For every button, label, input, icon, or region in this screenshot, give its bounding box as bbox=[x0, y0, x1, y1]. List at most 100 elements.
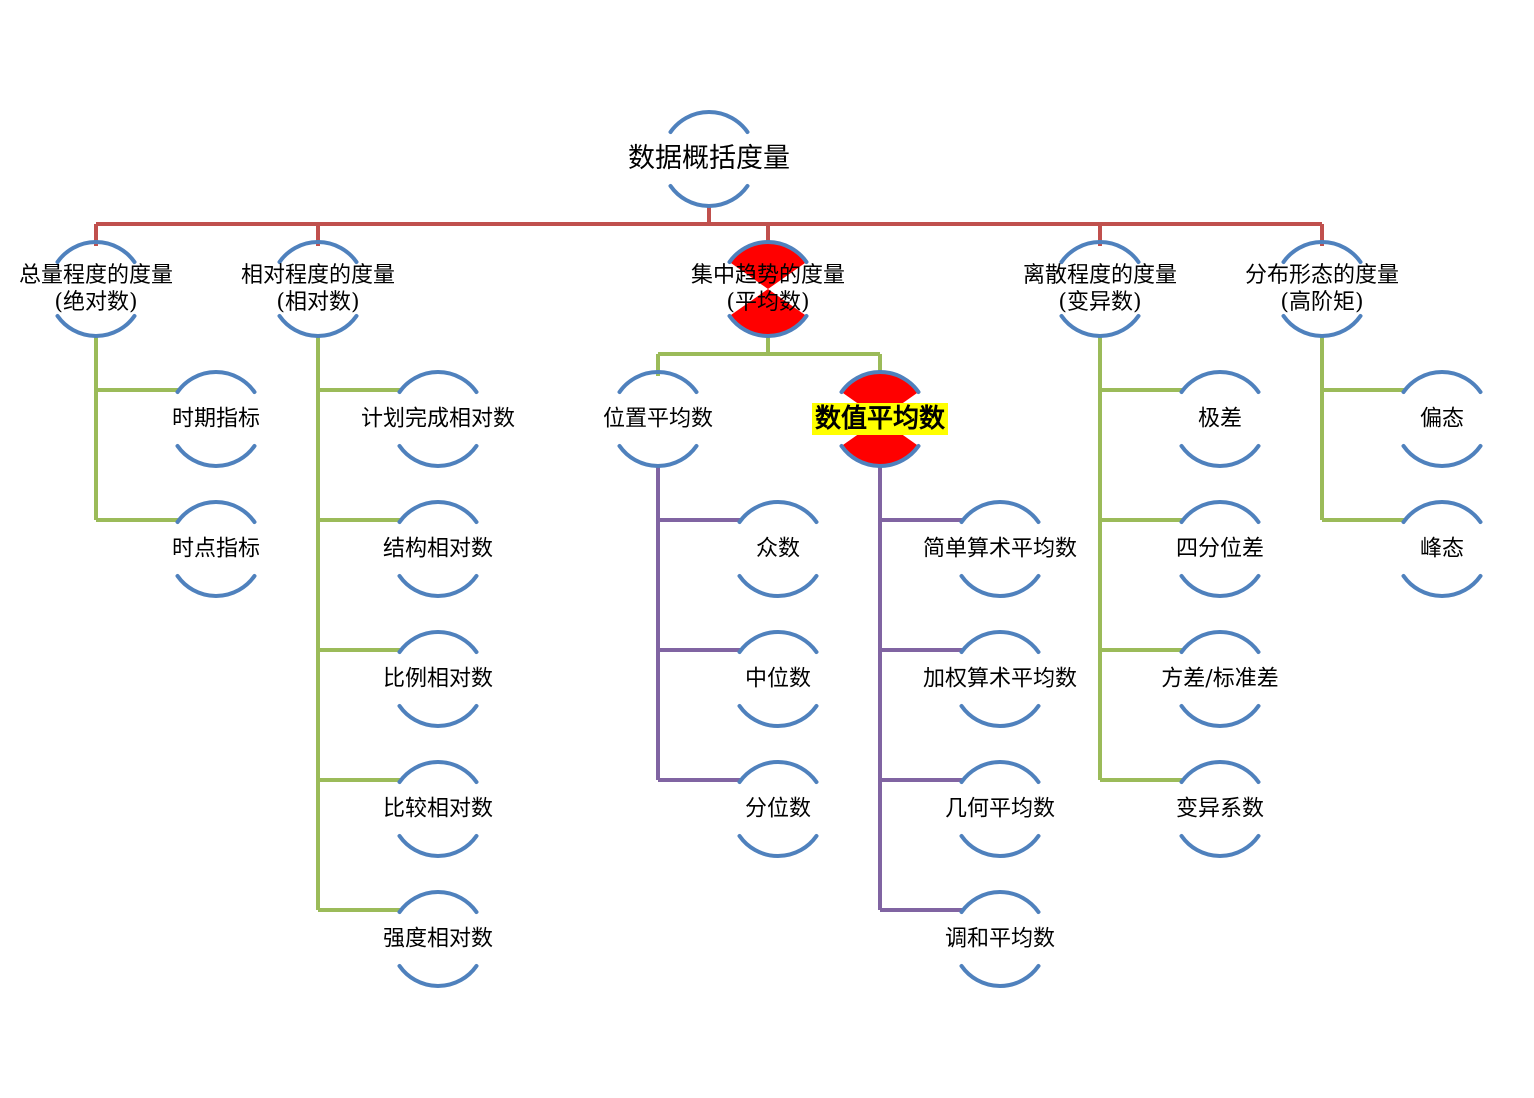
node-arc-bottom bbox=[959, 963, 1041, 988]
category-central-label: 集中趋势的度量 (平均数) bbox=[691, 262, 845, 316]
node-arc-top bbox=[1179, 760, 1261, 785]
root-node-shape bbox=[668, 110, 750, 208]
node-arc-bottom bbox=[1179, 703, 1261, 728]
leaf-node-shape bbox=[959, 630, 1041, 728]
marked-wedge bbox=[841, 372, 919, 419]
category-dispersion-label: 离散程度的度量 (变异数) bbox=[1023, 262, 1177, 316]
node-arc-bottom bbox=[1059, 313, 1141, 338]
leaf-node-label: 众数 bbox=[755, 536, 801, 562]
node-arc-top bbox=[959, 760, 1041, 785]
node-arc-bottom bbox=[277, 313, 359, 338]
category-subtitle: (平均数) bbox=[726, 290, 810, 315]
node-arc-bottom bbox=[839, 443, 921, 468]
node-arc-bottom bbox=[1401, 573, 1483, 598]
leaf-node-label: 时期指标 bbox=[171, 406, 261, 432]
node-arc-bottom bbox=[959, 573, 1041, 598]
category-shape-label: 分布形态的度量 (高阶矩) bbox=[1245, 262, 1399, 316]
node-arc-top bbox=[397, 630, 479, 655]
leaf-node-label: 计划完成相对数 bbox=[360, 406, 516, 432]
leaf-node-shape bbox=[397, 760, 479, 858]
leaf-node-label: 加权算术平均数 bbox=[922, 666, 1078, 692]
node-arc-top bbox=[397, 370, 479, 395]
group-position-average-label: 位置平均数 bbox=[602, 406, 714, 432]
leaf-node-label: 四分位差 bbox=[1175, 536, 1265, 562]
node-arc-bottom bbox=[737, 573, 819, 598]
category-title: 相对程度的度量 bbox=[240, 263, 396, 288]
leaf-node-shape bbox=[737, 500, 819, 598]
node-arc-bottom bbox=[1179, 573, 1261, 598]
leaf-node-shape bbox=[1401, 370, 1483, 468]
node-arc-bottom bbox=[397, 703, 479, 728]
leaf-node-label: 比例相对数 bbox=[382, 666, 494, 692]
leaf-node-label: 中位数 bbox=[744, 666, 812, 692]
node-arc-bottom bbox=[397, 963, 479, 988]
leaf-node-shape bbox=[1401, 500, 1483, 598]
category-total-label: 总量程度的度量 (绝对数) bbox=[19, 262, 173, 316]
leaf-node-shape bbox=[959, 500, 1041, 598]
leaf-node-shape bbox=[397, 370, 479, 468]
category-title: 总量程度的度量 bbox=[18, 263, 174, 288]
leaf-node-label: 峰态 bbox=[1419, 536, 1465, 562]
group-numeric-average-label: 数值平均数 bbox=[811, 403, 949, 435]
leaf-node-shape bbox=[397, 500, 479, 598]
node-arc-top bbox=[277, 240, 359, 265]
node-arc-top bbox=[175, 370, 257, 395]
leaf-node-label: 简单算术平均数 bbox=[922, 536, 1078, 562]
leaf-node-shape bbox=[959, 760, 1041, 858]
category-node-shape bbox=[1059, 240, 1141, 338]
node-arc-top bbox=[1281, 240, 1363, 265]
node-arc-top bbox=[1179, 500, 1261, 525]
node-arc-bottom bbox=[1401, 443, 1483, 468]
category-subtitle: (变异数) bbox=[1058, 290, 1142, 315]
node-arc-bottom bbox=[1281, 313, 1363, 338]
node-arc-top bbox=[959, 630, 1041, 655]
node-arc-bottom bbox=[617, 443, 699, 468]
node-arc-bottom bbox=[1179, 833, 1261, 858]
category-node-shape bbox=[1281, 240, 1363, 338]
leaf-node-label: 方差/标准差 bbox=[1161, 666, 1279, 692]
category-node-shape bbox=[277, 240, 359, 338]
category-title: 离散程度的度量 bbox=[1022, 263, 1178, 288]
marked-wedge bbox=[841, 419, 919, 466]
node-arc-top bbox=[397, 760, 479, 785]
node-arc-top bbox=[1059, 240, 1141, 265]
marked-wedge bbox=[729, 289, 807, 336]
leaf-node-label: 变异系数 bbox=[1175, 796, 1265, 822]
node-arc-top bbox=[1179, 630, 1261, 655]
node-arc-top bbox=[839, 370, 921, 395]
node-arc-top bbox=[737, 760, 819, 785]
leaf-node-shape bbox=[397, 630, 479, 728]
category-node-shape bbox=[727, 240, 809, 338]
node-arc-top bbox=[55, 240, 137, 265]
leaf-node-shape bbox=[175, 500, 257, 598]
node-arc-top bbox=[1401, 500, 1483, 525]
category-subtitle: (相对数) bbox=[276, 290, 360, 315]
leaf-node-label: 偏态 bbox=[1419, 406, 1465, 432]
leaf-node-shape bbox=[175, 370, 257, 468]
node-arc-top bbox=[727, 240, 809, 265]
leaf-node-label: 调和平均数 bbox=[944, 926, 1056, 952]
leaf-node-label: 时点指标 bbox=[171, 536, 261, 562]
node-arc-top bbox=[1401, 370, 1483, 395]
root-title: 数据概括度量 bbox=[628, 143, 790, 174]
node-arc-bottom bbox=[397, 443, 479, 468]
node-arc-top bbox=[737, 630, 819, 655]
node-arc-bottom bbox=[175, 443, 257, 468]
leaf-node-shape bbox=[1179, 370, 1261, 468]
leaf-node-label: 极差 bbox=[1197, 406, 1243, 432]
leaf-node-label: 比较相对数 bbox=[382, 796, 494, 822]
node-arc-top bbox=[397, 890, 479, 915]
leaf-node-label: 强度相对数 bbox=[382, 926, 494, 952]
node-arc-top bbox=[737, 500, 819, 525]
node-arc-top bbox=[959, 890, 1041, 915]
category-subtitle: (绝对数) bbox=[54, 290, 138, 315]
group-node-shape bbox=[839, 370, 921, 468]
node-arc-bottom bbox=[175, 573, 257, 598]
node-arc-top bbox=[959, 500, 1041, 525]
category-subtitle: (高阶矩) bbox=[1280, 290, 1364, 315]
leaf-node-shape bbox=[397, 890, 479, 988]
node-arc-bottom bbox=[727, 313, 809, 338]
